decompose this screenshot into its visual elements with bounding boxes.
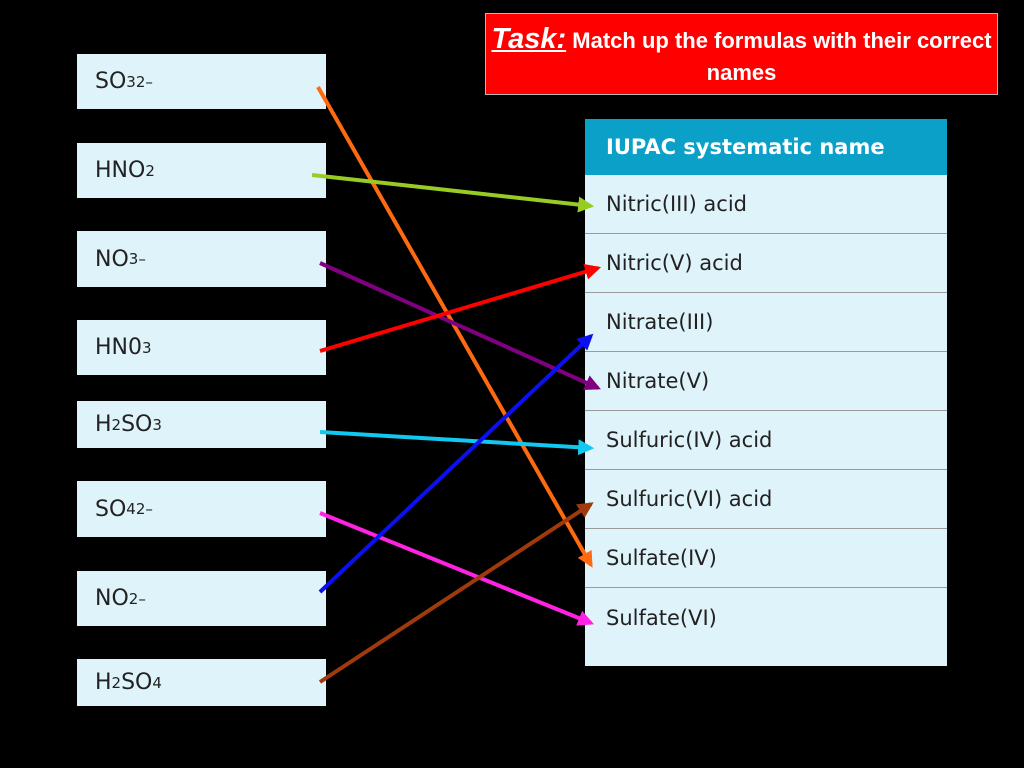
formula-part: H [95, 670, 112, 695]
name-row-sulfuric-vi-acid[interactable]: Sulfuric(VI) acid [585, 470, 947, 529]
formula-part: HN0 [95, 335, 142, 360]
names-table-header: IUPAC systematic name [585, 119, 947, 175]
formula-part: HNO [95, 158, 146, 183]
match-arrow-red [319, 263, 602, 353]
match-arrow-green [311, 173, 595, 213]
formula-part: SO [95, 69, 127, 94]
match-arrow-orange [316, 86, 593, 568]
name-row-sulfate-vi[interactable]: Sulfate(VI) [606, 605, 717, 630]
formula-part: SO [121, 412, 153, 437]
iupac-names-table: IUPAC systematic name Nitric(III) acid N… [585, 119, 947, 666]
name-row-nitrate-v[interactable]: Nitrate(V) [585, 352, 947, 411]
name-row-nitric-v-acid[interactable]: Nitric(V) acid [585, 234, 947, 293]
formula-part: NO [95, 246, 129, 272]
formula-part: H [95, 412, 112, 437]
formula-part: SO [121, 670, 153, 695]
formula-part: NO [95, 586, 129, 611]
task-text: Match up the formulas with their correct… [572, 28, 992, 85]
match-arrow-cyan [319, 430, 595, 456]
match-arrow-magenta [319, 511, 594, 626]
name-row-nitrate-iii[interactable]: Nitrate(III) [585, 293, 947, 352]
match-arrow-blue [318, 333, 594, 594]
name-row-sulfate-iv[interactable]: Sulfate(IV) [585, 529, 947, 588]
match-arrow-purple [319, 261, 601, 391]
name-row-sulfuric-iv-acid[interactable]: Sulfuric(IV) acid [585, 411, 947, 470]
name-row-nitric-iii-acid[interactable]: Nitric(III) acid [585, 175, 947, 234]
match-arrow-brown [318, 502, 594, 684]
task-label: Task: [491, 23, 567, 55]
task-box: Task: Match up the formulas with their c… [485, 13, 998, 95]
formula-part: SO [95, 496, 127, 522]
